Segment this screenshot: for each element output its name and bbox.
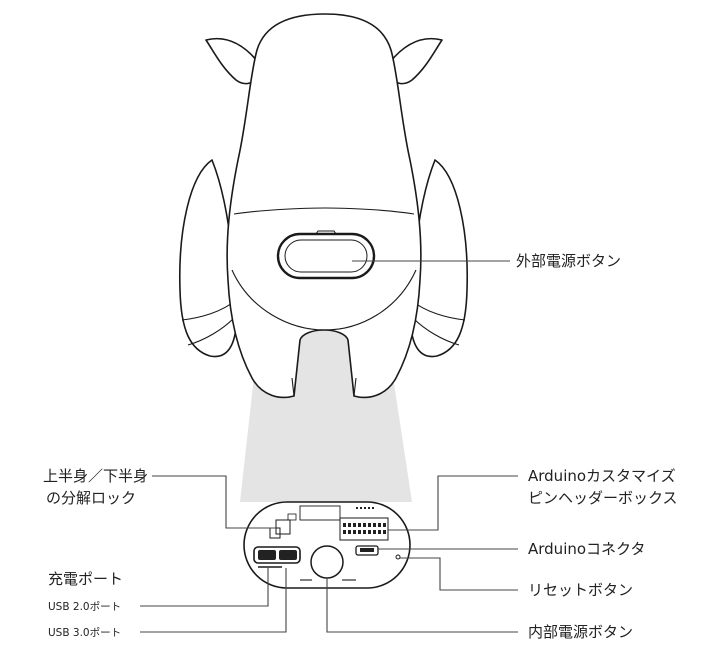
- label-arduino-header-line2: ピンヘッダーボックス: [528, 489, 678, 507]
- internal-power-button[interactable]: [310, 545, 344, 579]
- header-pin: [343, 523, 346, 527]
- robot-body: [226, 13, 422, 399]
- header-pin: [368, 530, 371, 534]
- leader-lines: [140, 260, 518, 633]
- external-power-button[interactable]: [276, 230, 376, 280]
- header-pin: [358, 523, 361, 527]
- usb-ports[interactable]: [253, 546, 301, 568]
- header-dots: [356, 507, 374, 509]
- header-pin: [343, 530, 346, 534]
- header-pin: [348, 530, 351, 534]
- lock-mechanism: [275, 519, 291, 535]
- header-pin: [353, 530, 356, 534]
- label-usb3-port: USB 3.0ポート: [48, 627, 121, 639]
- label-lock-line2: の分解ロック: [46, 489, 136, 507]
- header-pin: [348, 523, 351, 527]
- label-arduino-header-line1: Arduinoカスタマイズ: [528, 467, 676, 485]
- header-pin: [363, 523, 366, 527]
- header-pin: [383, 530, 386, 534]
- arduino-connector[interactable]: [355, 545, 379, 556]
- labels: 外部電源ボタン 上半身／下半身 の分解ロック 充電ポート USB 2.0ポート …: [43, 252, 678, 641]
- header-pin: [373, 530, 376, 534]
- label-charge-port: 充電ポート: [48, 570, 123, 588]
- label-usb2-port: USB 2.0ポート: [48, 601, 121, 613]
- label-internal-power-button: 内部電源ボタン: [528, 623, 633, 641]
- robot-base: [243, 501, 411, 589]
- label-reset-button: リセットボタン: [528, 581, 633, 599]
- left-horn: [205, 37, 259, 85]
- label-external-power-button: 外部電源ボタン: [516, 252, 621, 270]
- header-pin: [373, 523, 376, 527]
- header-pin: [353, 523, 356, 527]
- arduino-pin-header-box: [339, 517, 389, 541]
- header-pin: [383, 523, 386, 527]
- header-pin: [368, 523, 371, 527]
- header-pin: [378, 530, 381, 534]
- header-pin: [378, 523, 381, 527]
- right-horn: [389, 37, 443, 85]
- header-pin: [358, 530, 361, 534]
- label-lock-line1: 上半身／下半身: [43, 467, 148, 485]
- reset-button[interactable]: [395, 554, 401, 560]
- header-pin: [363, 530, 366, 534]
- label-arduino-connector: Arduinoコネクタ: [528, 540, 645, 558]
